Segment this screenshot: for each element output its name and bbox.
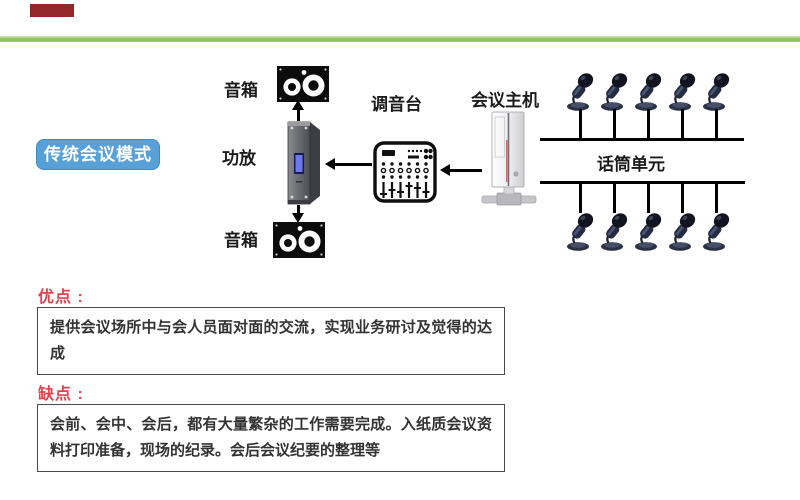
arrow-up-icon: [292, 100, 304, 110]
microphone-icon: [633, 72, 665, 112]
mic-stem-line: [714, 184, 718, 213]
microphone-icon: [667, 212, 699, 252]
mic-stem-line: [646, 109, 650, 138]
microphone-icon: [633, 212, 665, 252]
mic-stem-line: [680, 109, 684, 138]
pros-heading: 优点 :: [38, 289, 84, 306]
top-accent-bar: [30, 4, 74, 17]
microphone-icon: [565, 212, 597, 252]
mic-stem-line: [612, 184, 616, 213]
microphone-icon: [599, 212, 631, 252]
microphone-icon: [565, 72, 597, 112]
mode-badge: 传统会议模式: [36, 139, 160, 170]
arrow-mixer-to-amp: [334, 163, 372, 166]
host-icon: [477, 110, 541, 206]
microphone-icon: [599, 72, 631, 112]
mic-stem-line: [612, 109, 616, 138]
cons-box: 会前、会中、会后，都有大量繁杂的工作需要完成。入纸质会议资料打印准备，现场的纪录…: [37, 404, 505, 472]
mic-stem-line: [578, 184, 582, 213]
mic-stem-line: [680, 184, 684, 213]
arrow-amp-to-top-speaker: [297, 107, 300, 121]
amplifier-label: 功放: [222, 149, 256, 168]
mic-stem-line: [646, 184, 650, 213]
pros-box: 提供会议场所中与会人员面对面的交流，实现业务研讨及觉得的达成: [37, 307, 505, 375]
green-divider-line: [0, 36, 800, 42]
speaker-bottom-label: 音箱: [224, 231, 258, 250]
mic-bus-label: 话筒单元: [597, 155, 665, 174]
mixer-icon: [373, 141, 437, 203]
microphone-icon: [701, 212, 733, 252]
mic-bus-line-top: [540, 138, 744, 141]
mic-stem-line: [578, 109, 582, 138]
mic-bus-line-bottom: [540, 181, 745, 184]
arrow-left-icon: [325, 158, 335, 170]
speaker-top-icon: [277, 66, 329, 102]
speaker-top-label: 音箱: [224, 81, 258, 100]
mixer-label: 调音台: [371, 95, 422, 114]
host-label: 会议主机: [471, 91, 539, 110]
cons-heading: 缺点 :: [38, 386, 84, 403]
microphone-icon: [667, 72, 699, 112]
mic-stem-line: [714, 109, 718, 138]
arrow-down-icon: [292, 213, 304, 223]
speaker-bottom-icon: [273, 222, 325, 258]
amplifier-icon: [281, 117, 325, 209]
arrow-left-icon: [440, 164, 450, 176]
arrow-host-to-mixer: [449, 169, 482, 172]
microphone-icon: [701, 72, 733, 112]
arrow-amp-to-bottom-speaker: [297, 205, 300, 217]
